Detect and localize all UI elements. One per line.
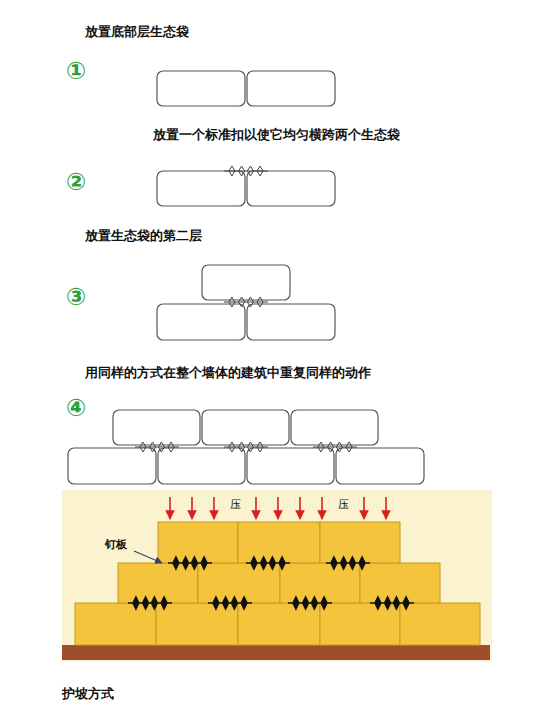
press-arrow [299, 497, 301, 519]
callout-label: 钉板 [104, 538, 128, 551]
press-arrow [321, 497, 323, 519]
step-text: 放置生态袋的第二层 [85, 228, 202, 244]
step-text: 放置底部层生态袋 [85, 24, 189, 40]
callout-number: ④ [66, 396, 86, 420]
eco-bag [158, 448, 245, 484]
press-arrow [191, 497, 193, 519]
eco-bag [68, 448, 156, 484]
standard-staple [224, 442, 268, 452]
callout-number: ② [66, 170, 86, 194]
eco-bag [202, 410, 289, 445]
press-label: 压 [229, 498, 242, 511]
eco-bags [68, 71, 424, 484]
standard-staple [135, 442, 179, 452]
eco-bag [113, 410, 200, 445]
illustration-ground [62, 490, 492, 662]
step-text: 放置一个标准扣以使它均匀横跨两个生态袋 [153, 127, 400, 143]
press-arrows [170, 497, 386, 519]
press-arrow [363, 497, 365, 519]
eco-bag [157, 304, 245, 340]
nail-plate [208, 597, 252, 609]
nail-plate [128, 597, 172, 609]
yellow-blocks [75, 522, 480, 645]
nail-plate [246, 557, 290, 569]
press-label: 压 [337, 498, 350, 511]
standard-staple [313, 442, 357, 452]
step-text: 用同样的方式在整个墙体的建筑中重复同样的动作 [85, 365, 371, 381]
press-arrow [277, 497, 279, 519]
eco-bag [247, 304, 335, 340]
callout-number: ③ [66, 285, 86, 309]
leader-line [134, 551, 162, 563]
press-arrow [385, 497, 387, 519]
nail-plate [168, 557, 212, 569]
soil-base [62, 645, 490, 660]
press-arrow [169, 497, 171, 519]
eco-bag [202, 265, 290, 300]
eco-bag [157, 71, 245, 106]
caption: 护坡方式 [62, 686, 114, 702]
eco-bag [336, 448, 424, 484]
press-arrow [255, 497, 257, 519]
nail-plate [288, 597, 332, 609]
eco-bag [247, 448, 334, 484]
standard-staple [224, 297, 268, 307]
standard-staple [224, 166, 268, 176]
press-arrow [213, 497, 215, 519]
callout-number: ① [66, 59, 86, 83]
nail-plate [326, 557, 370, 569]
eco-bag [291, 410, 378, 445]
nail-plate [370, 597, 414, 609]
eco-bag [247, 71, 335, 106]
